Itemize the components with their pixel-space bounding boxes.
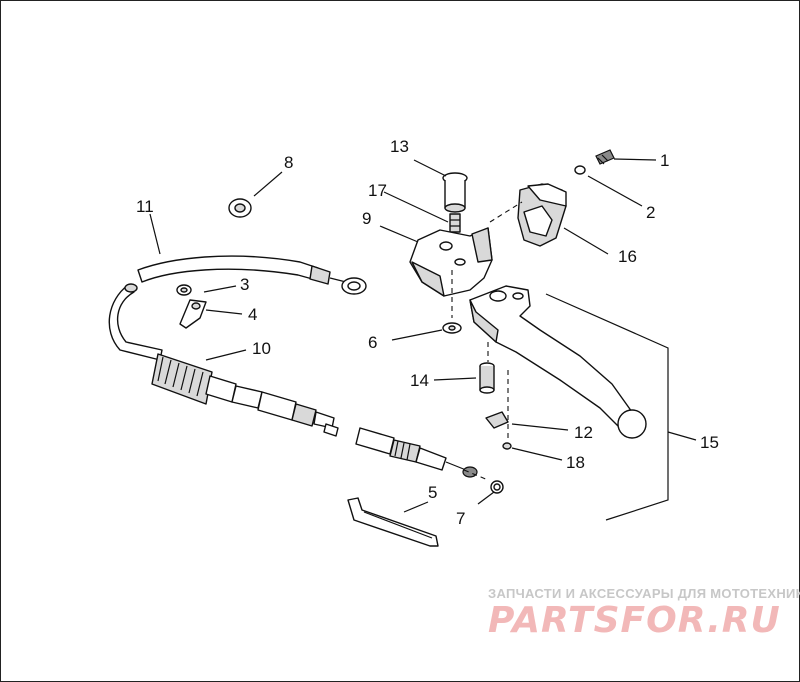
part-16-clamp — [517, 183, 567, 247]
callout-5: 5 — [428, 483, 437, 502]
part-8-grommet — [228, 198, 252, 218]
part-3-washer — [176, 284, 192, 296]
part-11-cable-sleeve — [137, 255, 367, 295]
part-18-nut — [502, 442, 512, 450]
part-13-pivot-pin — [442, 172, 468, 213]
callout-18: 18 — [566, 453, 585, 472]
part-2-lock-washer — [574, 165, 586, 175]
callout-2: 2 — [646, 203, 655, 222]
callout-13: 13 — [390, 137, 409, 156]
part-5-cable-strap — [347, 497, 439, 547]
part-7-o-ring — [490, 480, 504, 494]
part-15-clutch-lever — [469, 285, 647, 439]
item-15-bracket-lines — [545, 293, 697, 521]
watermark-tagline: ЗАПЧАСТИ И АКСЕССУАРЫ ДЛЯ МОТОТЕХНИКИ — [488, 586, 800, 601]
part-14-bushing — [479, 362, 495, 394]
callout-7: 7 — [456, 509, 465, 528]
callout-11: 11 — [136, 197, 154, 216]
part-10-clutch-cable — [108, 283, 478, 478]
part-4-cable-clip — [179, 299, 207, 329]
part-6-washer — [442, 322, 462, 334]
watermark: ЗАПЧАСТИ И АКСЕССУАРЫ ДЛЯ МОТОТЕХНИКИ PA… — [488, 586, 800, 641]
callout-17: 17 — [368, 181, 387, 200]
part-9-lever-bracket — [409, 227, 493, 297]
callout-14: 14 — [410, 371, 429, 390]
callout-1: 1 — [660, 151, 669, 170]
assembly-centerlines — [451, 201, 523, 481]
watermark-logo: PARTSFOR.RU — [488, 600, 781, 641]
callout-10: 10 — [252, 339, 271, 358]
callout-12: 12 — [574, 423, 593, 442]
callout-3: 3 — [240, 275, 249, 294]
callout-16: 16 — [618, 247, 637, 266]
part-1-screw — [595, 149, 615, 165]
callout-15: 15 — [700, 433, 719, 452]
part-12-retaining-clip — [485, 411, 509, 429]
callout-9: 9 — [362, 209, 371, 228]
callout-6: 6 — [368, 333, 377, 352]
callout-labels: 1 2 3 4 5 6 7 8 9 10 11 12 13 14 15 16 1… — [136, 137, 719, 528]
leader-lines — [149, 158, 657, 513]
callout-8: 8 — [284, 153, 293, 172]
part-17-set-screw — [449, 213, 461, 233]
callout-4: 4 — [248, 305, 257, 324]
